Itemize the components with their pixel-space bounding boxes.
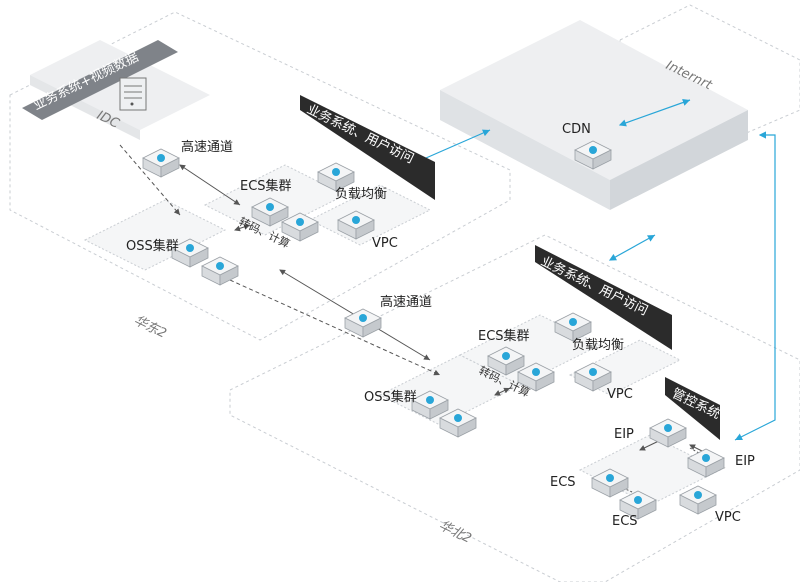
mgmt-eip-left-label: EIP [614, 427, 634, 442]
east-high-speed-label: 高速通道 [181, 139, 233, 155]
north-vpc-label: VPC [607, 387, 633, 402]
mgmt-vpc-label: VPC [715, 510, 741, 525]
north-ecs-label: ECS集群 [478, 328, 530, 344]
north-oss-node-2 [439, 408, 477, 438]
north-tag-banner [535, 245, 672, 350]
cdn-label: CDN [562, 122, 591, 137]
north-tag: 业务系统、用户访问 [538, 253, 650, 319]
mgmt-eip-right-label: EIP [735, 454, 755, 469]
east-vpc-label: VPC [372, 236, 398, 251]
east-tag-banner [300, 95, 435, 200]
east-ecs-label: ECS集群 [240, 178, 292, 194]
east-region-outline [9, 11, 511, 341]
cdn-node [574, 140, 612, 170]
mgmt-ecs-bottom-label: ECS [612, 514, 638, 529]
mgmt-ecs-bottom-node [619, 490, 657, 520]
server-icon [119, 77, 147, 111]
east-vpc-node [337, 210, 375, 240]
cdn-slab [440, 20, 748, 210]
mgmt-ecs-top-node [591, 468, 629, 498]
north-slb-node [554, 312, 592, 342]
north-ecs-node-1 [487, 346, 525, 376]
north-vpc-node [574, 362, 612, 392]
north-region-label: 华北2 [436, 518, 473, 547]
east-oss-node-1 [171, 238, 209, 268]
north-oss-label: OSS集群 [364, 389, 417, 405]
north-region-outline [229, 234, 800, 582]
east-oss-label: OSS集群 [126, 238, 179, 254]
mgmt-tag-banner [665, 377, 720, 440]
mgmt-eip-right-node [687, 448, 725, 478]
north-slb-label: 负载均衡 [572, 338, 624, 353]
mgmt-ecs-top-label: ECS [550, 475, 576, 490]
east-tag: 业务系统、用户访问 [304, 101, 416, 167]
north-oss-node-1 [411, 390, 449, 420]
east-oss-node-2 [201, 256, 239, 286]
east-ecs-node-1 [251, 197, 289, 227]
east-ecs-node-2 [281, 212, 319, 242]
east-slb-node [317, 162, 355, 192]
north-ecs-node-2 [517, 362, 555, 392]
connections [119, 144, 726, 501]
east-slb-label: 负载均衡 [335, 187, 387, 202]
east-high-speed-node [142, 148, 180, 178]
north-high-speed-label: 高速通道 [380, 294, 432, 310]
east-region-label: 华东2 [131, 313, 168, 342]
mgmt-eip-left-node [649, 418, 687, 448]
mgmt-vpc-node [679, 485, 717, 515]
north-high-speed-node [344, 308, 382, 338]
